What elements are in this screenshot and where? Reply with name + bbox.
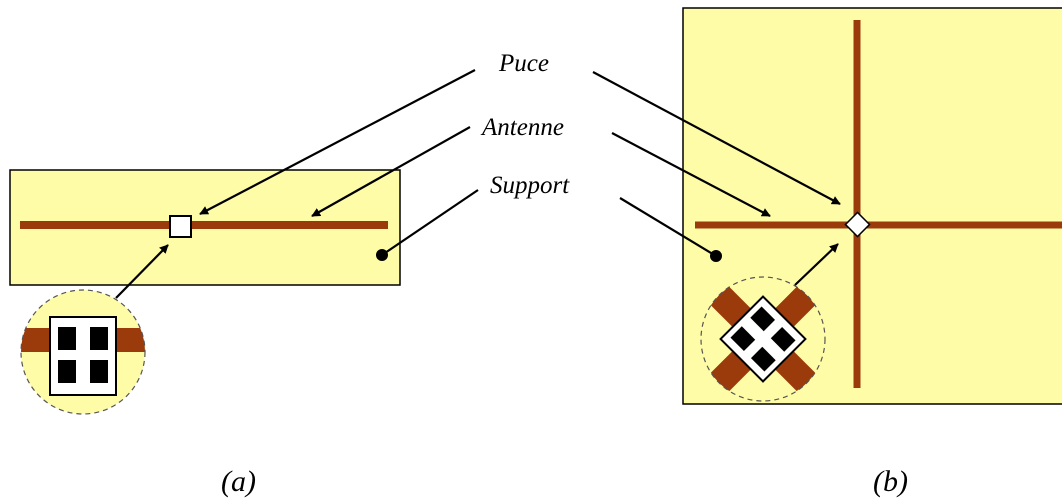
chip-b xyxy=(844,211,871,238)
arrow-antenna-to-a xyxy=(311,126,471,217)
chip-pad xyxy=(770,326,796,352)
chip-pad xyxy=(90,327,108,350)
tag-a xyxy=(9,169,401,415)
chip-pad xyxy=(58,360,76,383)
chip-pad xyxy=(730,326,756,352)
arrow-antenna-to-b xyxy=(611,132,771,217)
chip-pad xyxy=(58,327,76,350)
tag-b xyxy=(682,7,1062,405)
chip-magnifier-b xyxy=(700,276,826,402)
callout-arrows xyxy=(199,69,841,257)
caption-a: (a) xyxy=(221,465,256,498)
chip-pad xyxy=(750,306,776,332)
label-substrate: Support xyxy=(490,172,570,199)
caption-b: (b) xyxy=(873,465,908,498)
label-chip: Puce xyxy=(499,50,549,77)
chip-pad xyxy=(90,360,108,383)
chip-a xyxy=(169,215,192,238)
chip-pad xyxy=(750,346,776,372)
chip-magnifier-a xyxy=(20,289,146,415)
label-antenna: Antenne xyxy=(482,114,564,141)
arrow-chip-to-b xyxy=(592,71,841,205)
magnifier-arrow-a xyxy=(115,244,169,299)
arrow-substrate-to-a xyxy=(381,189,479,256)
magnifier-arrow-b xyxy=(794,243,839,286)
arrow-chip-to-a xyxy=(199,69,476,215)
arrow-substrate-to-b xyxy=(619,197,717,257)
